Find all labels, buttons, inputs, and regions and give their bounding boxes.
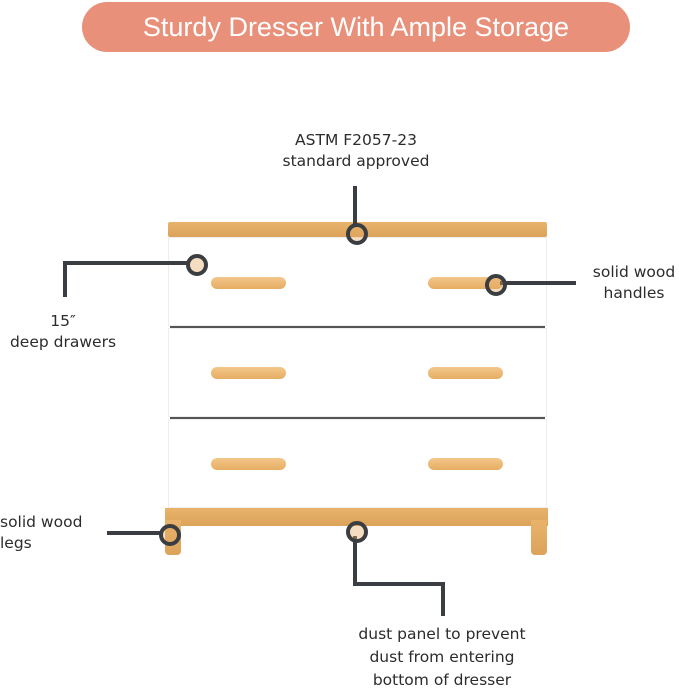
callout-text: ASTM F2057-23 <box>295 131 417 149</box>
title-banner: Sturdy Dresser With Ample Storage <box>82 2 630 52</box>
callout-line <box>107 531 163 535</box>
handle <box>211 367 286 379</box>
callout-text: dust from entering <box>369 648 515 666</box>
callout-line <box>353 186 357 226</box>
callout-dot <box>346 223 368 245</box>
callout-dot <box>485 274 507 296</box>
callout-text: standard approved <box>282 152 430 170</box>
handle <box>428 367 503 379</box>
drawer-gap <box>170 417 545 419</box>
callout-line <box>500 281 576 285</box>
callout-dust: dust panel to prevent dust from entering… <box>322 623 562 691</box>
callout-dot <box>159 524 181 546</box>
callout-line <box>353 582 445 586</box>
callout-astm: ASTM F2057-23 standard approved <box>256 130 456 172</box>
callout-text: legs <box>0 534 32 552</box>
callout-text: handles <box>603 284 665 302</box>
callout-text: dust panel to prevent <box>358 625 526 643</box>
callout-line <box>63 261 67 297</box>
callout-legs: solid wood legs <box>0 512 104 554</box>
dresser-base <box>165 508 548 526</box>
callout-dot <box>186 254 208 276</box>
callout-text: solid wood <box>0 513 83 531</box>
callout-drawers: 15″ deep drawers <box>0 311 126 353</box>
callout-handles: solid wood handles <box>582 262 679 304</box>
handle <box>428 458 503 470</box>
handle <box>428 277 503 289</box>
callout-dot <box>346 521 368 543</box>
callout-text: solid wood <box>592 263 676 281</box>
leg <box>531 520 547 555</box>
callout-line <box>441 582 445 616</box>
callout-text: bottom of dresser <box>372 671 512 689</box>
handle <box>211 458 286 470</box>
drawer-gap <box>170 326 545 328</box>
callout-line <box>63 261 187 265</box>
handle <box>211 277 286 289</box>
callout-line <box>353 536 357 586</box>
callout-text: deep drawers <box>9 333 117 351</box>
callout-text: 15″ <box>50 312 76 330</box>
